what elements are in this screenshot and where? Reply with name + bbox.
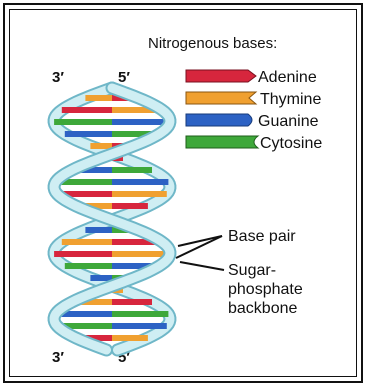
legend-item-adenine: Adenine	[186, 69, 317, 86]
strand-label-top-left: 3′	[52, 69, 64, 86]
legend-label-cytosine: Cytosine	[260, 135, 322, 152]
legend-label-thymine: Thymine	[260, 91, 321, 108]
helix-front-strand	[54, 88, 170, 350]
cytosine-base-icon	[186, 136, 258, 148]
guanine-base-icon	[186, 114, 252, 126]
thymine-base-icon	[186, 92, 256, 104]
legend-title: Nitrogenous bases:	[148, 35, 277, 52]
backbone-strand-a-ribbon	[54, 88, 170, 350]
backbone-label-line-2: phosphate	[228, 281, 303, 298]
strand-label-top-right: 5′	[118, 69, 130, 86]
legend-item-cytosine: Cytosine	[186, 135, 322, 152]
legend-label-adenine: Adenine	[258, 69, 317, 86]
backbone-label-line-1: Sugar-	[228, 262, 276, 279]
legend-label-guanine: Guanine	[258, 113, 319, 130]
legend-item-thymine: Thymine	[186, 91, 321, 108]
backbone-pointer-line	[180, 262, 224, 270]
strand-label-bottom-left: 3′	[52, 349, 64, 366]
legend: Nitrogenous bases: Adenine Thymine Guani…	[148, 35, 322, 152]
base-pair-pointer-line	[176, 236, 222, 258]
base-pair-label: Base pair	[228, 228, 296, 245]
adenine-base-icon	[186, 70, 256, 82]
backbone-annotation: Sugar- phosphate backbone	[180, 262, 303, 317]
legend-item-guanine: Guanine	[186, 113, 319, 130]
base-pair-pointer-line	[178, 236, 222, 246]
backbone-label-line-3: backbone	[228, 300, 297, 317]
base-pair-annotation: Base pair	[176, 228, 296, 258]
